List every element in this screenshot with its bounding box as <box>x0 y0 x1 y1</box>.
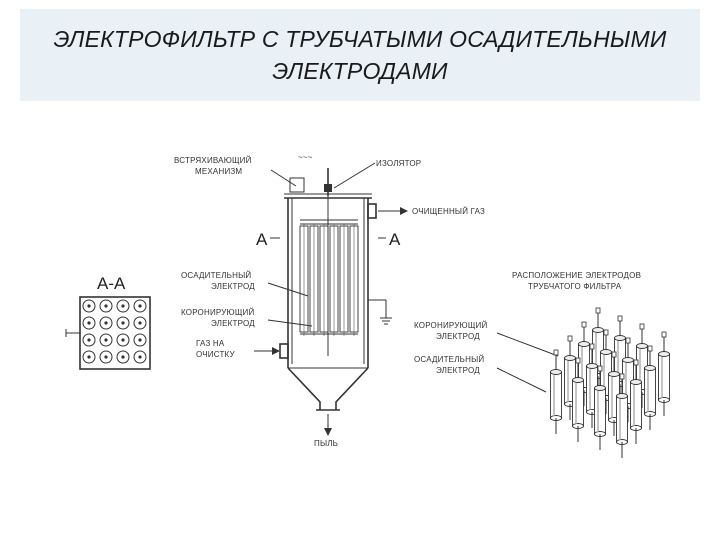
main-apparatus: ВСТРЯХИВАЮЩИЙ МЕХАНИЗМ ~~~ ИЗОЛЯТОР ОЧИЩ… <box>174 153 485 448</box>
tube-section <box>82 316 96 330</box>
tube-section <box>133 333 147 347</box>
tube-section <box>116 316 130 330</box>
collecting-tube <box>299 224 309 336</box>
tube-section <box>82 299 96 313</box>
tube-section <box>99 333 113 347</box>
slide-title: ЭЛЕКТРОФИЛЬТР С ТРУБЧАТЫМИ ОСАДИТЕЛЬНЫМИ… <box>53 26 667 84</box>
electrode-cylinder <box>616 373 628 458</box>
tube-section <box>133 299 147 313</box>
collecting-tube-bundle <box>299 224 359 336</box>
electrode-cylinder <box>594 365 606 450</box>
electrode-cylinder <box>572 357 584 442</box>
arrangement-label-1: РАСПОЛОЖЕНИЕ ЭЛЕКТРОДОВ <box>512 271 641 280</box>
outlet-arrow-icon <box>400 207 408 215</box>
tube-section <box>82 350 96 364</box>
electrode-arrangement: РАСПОЛОЖЕНИЕ ЭЛЕКТРОДОВ ТРУБЧАТОГО ФИЛЬТ… <box>414 271 670 458</box>
shaker-mechanism <box>289 177 305 193</box>
hopper-right <box>335 367 369 410</box>
wavy-mark: ~~~ <box>298 153 313 162</box>
tube-section <box>133 316 147 330</box>
inlet-nozzle <box>279 343 289 359</box>
dust-arrow-icon <box>324 428 332 436</box>
right-corona-label-2: ЭЛЕКТРОД <box>436 332 480 341</box>
right-collecting-label-1: ОСАДИТЕЛЬНЫЙ <box>414 355 484 364</box>
shaker-label-1: ВСТРЯХИВАЮЩИЙ <box>174 156 252 165</box>
insulator-label: ИЗОЛЯТОР <box>376 159 421 168</box>
electrode-cylinder <box>658 331 670 416</box>
arrangement-label-2: ТРУБЧАТОГО ФИЛЬТРА <box>528 282 622 291</box>
section-aa-view: А-А <box>65 274 151 370</box>
tube-section <box>133 350 147 364</box>
section-marker-right: А <box>389 230 401 249</box>
outlet-nozzle <box>367 203 377 219</box>
electrode-cylinder <box>644 345 656 430</box>
collecting-tube <box>309 224 319 336</box>
tube-section <box>116 350 130 364</box>
electrode-cylinder <box>630 359 642 444</box>
right-collecting-label-2: ЭЛЕКТРОД <box>436 366 480 375</box>
collecting-tube <box>329 224 339 336</box>
collecting-tube <box>319 224 329 336</box>
collecting-label-2: ЭЛЕКТРОД <box>211 282 255 291</box>
gas-inlet-label-2: ОЧИСТКУ <box>196 350 235 359</box>
electrode-cylinders <box>550 307 670 458</box>
dust-label: ПЫЛЬ <box>314 439 338 448</box>
section-marker-left: А <box>256 230 268 249</box>
tube-section <box>116 299 130 313</box>
tube-section <box>99 350 113 364</box>
collecting-label-1: ОСАДИТЕЛЬНЫЙ <box>181 271 251 280</box>
tube-grid <box>82 299 147 364</box>
inlet-arrow-icon <box>272 347 280 355</box>
electrode-cylinder <box>550 349 562 434</box>
title-banner: ЭЛЕКТРОФИЛЬТР С ТРУБЧАТЫМИ ОСАДИТЕЛЬНЫМИ… <box>20 9 700 101</box>
right-corona-label-1: КОРОНИРУЮЩИЙ <box>414 321 487 330</box>
tube-section <box>82 333 96 347</box>
tube-section <box>116 333 130 347</box>
corona-label-2: ЭЛЕКТРОД <box>211 319 255 328</box>
collecting-tube <box>349 224 359 336</box>
hopper-left <box>287 367 321 410</box>
corona-label-1: КОРОНИРУЮЩИЙ <box>181 308 254 317</box>
section-aa-label: А-А <box>97 274 126 293</box>
gas-inlet-label-1: ГАЗ НА <box>196 339 225 348</box>
tube-section <box>99 299 113 313</box>
tube-section <box>99 316 113 330</box>
shaker-label-2: МЕХАНИЗМ <box>195 167 242 176</box>
collecting-tube <box>339 224 349 336</box>
clean-gas-label: ОЧИЩЕННЫЙ ГАЗ <box>412 207 485 216</box>
